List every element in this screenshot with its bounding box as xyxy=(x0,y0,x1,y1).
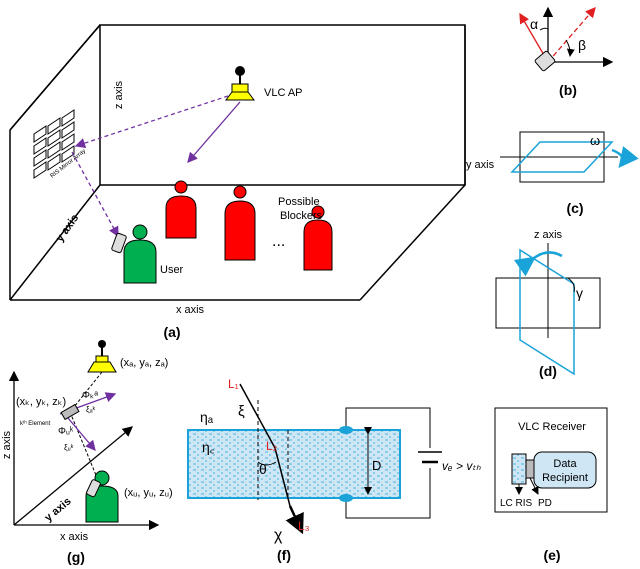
blocker-2 xyxy=(224,185,256,261)
panel-g-user-icon xyxy=(85,470,119,523)
caption-f: (f) xyxy=(277,547,291,563)
panel-c-rotation xyxy=(500,131,639,183)
panel-d-z-axis-label: z axis xyxy=(534,229,563,241)
panel-f-eta-c: η꜀ xyxy=(202,439,215,455)
panel-b-alpha: α xyxy=(530,16,538,32)
panel-g-phi-u: Φᵤᵏ xyxy=(58,426,74,437)
caption-b: (b) xyxy=(559,82,577,98)
panel-g-ap-icon xyxy=(87,340,117,373)
panel-f-xi: ξ xyxy=(238,403,245,420)
panel-c-y-axis-label: y axis xyxy=(466,159,495,171)
panel-g-z-axis-label: z axis xyxy=(1,430,13,459)
vlc-ap-icon xyxy=(225,66,255,101)
panel-f-D: D xyxy=(372,458,381,473)
blocker-3 xyxy=(303,205,333,271)
panel-g-phi-a: Φₖᵃ xyxy=(82,390,98,401)
panel-g-xi-a: ξₐᵏ xyxy=(86,405,96,414)
panel-f-theta: θ xyxy=(259,461,267,477)
panel-f-lc-cell xyxy=(187,383,442,535)
panel-f-ve: vₑ > vₜₕ xyxy=(442,459,481,473)
panel-c-omega: ω xyxy=(590,133,600,148)
panel-f-L3: L₃ xyxy=(298,519,310,533)
caption-g: (g) xyxy=(67,549,85,565)
panel-g-ap-coord: (xₐ, yₐ, zₐ) xyxy=(120,357,168,369)
panel-f-chi: χ xyxy=(274,527,283,544)
blockers-ellipsis: ... xyxy=(272,233,285,250)
panel-e-title: VLC Receiver xyxy=(518,421,586,433)
panel-b-orientation xyxy=(519,6,614,72)
caption-e: (e) xyxy=(543,547,560,563)
panel-g-geometry xyxy=(8,370,160,531)
panel-e-receiver xyxy=(494,407,608,513)
panel-g-element-label: kᵗʰ Element xyxy=(20,420,51,427)
blockers-label-line1: Possible xyxy=(278,196,320,208)
panel-a-room xyxy=(9,24,466,301)
panel-g-y-axis-label: y axis xyxy=(42,495,73,524)
vlc-ap-label: VLC AP xyxy=(264,87,303,99)
panel-g-user-coord: (xᵤ, yᵤ, zᵤ) xyxy=(124,487,173,499)
ap-to-ris-path xyxy=(74,95,229,149)
ris-to-user-path xyxy=(71,151,119,238)
user-icon xyxy=(111,224,157,284)
panel-e-data-recipient-line1: Data xyxy=(553,458,577,470)
panel-b-beta: β xyxy=(578,37,586,53)
caption-a: (a) xyxy=(163,324,180,340)
ap-to-blocker-path xyxy=(187,101,241,163)
panel-g-element-coord: (xₖ, yₖ, zₖ) xyxy=(16,396,66,408)
panel-g-xi-u: ξᵤᵏ xyxy=(64,443,74,452)
panel-f-L2: L₂ xyxy=(266,439,278,453)
user-label: User xyxy=(160,264,184,276)
panel-e-data-recipient-line2: Recipient xyxy=(542,472,588,484)
ris-mirror-array xyxy=(33,109,75,179)
panel-f-L1: L₁ xyxy=(228,377,239,391)
panel-e-pd-label: PD xyxy=(538,498,552,509)
blocker-1 xyxy=(165,180,197,239)
panel-a-x-axis-label: x axis xyxy=(176,304,205,316)
panel-d-gamma: γ xyxy=(576,285,583,301)
panel-a-z-axis-label: z axis xyxy=(113,80,125,109)
panel-f-eta-a: ηₐ xyxy=(200,409,214,425)
caption-c: (c) xyxy=(566,200,583,216)
panel-a-y-axis-label: y axis xyxy=(54,212,81,244)
panel-g-x-axis-label: x axis xyxy=(60,531,89,543)
blockers-label-line2: Blockers xyxy=(280,210,323,222)
panel-d-rotation xyxy=(495,243,601,376)
panel-e-lc-ris-label: LC RIS xyxy=(500,498,533,509)
caption-d: (d) xyxy=(539,363,557,379)
